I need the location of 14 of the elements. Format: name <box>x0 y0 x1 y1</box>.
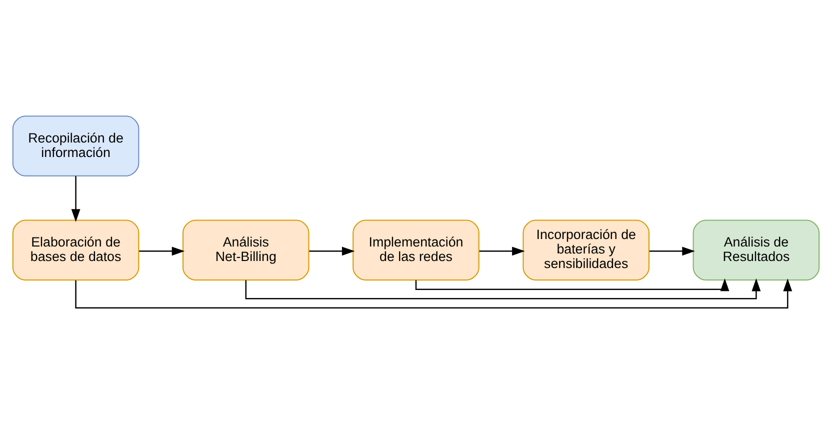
arrow <box>245 278 761 299</box>
node-box: Análisis de Resultados <box>692 219 820 280</box>
node-box: Implementación de las redes <box>352 219 480 280</box>
arrow <box>649 246 695 256</box>
node-box: Recopilación de información <box>12 115 140 176</box>
arrow <box>139 246 185 256</box>
node-box: Análisis Net-Billing <box>182 219 310 280</box>
arrow <box>309 246 355 256</box>
arrow <box>415 278 730 291</box>
node-box: Incorporación de baterías y sensibilidades <box>522 219 650 280</box>
arrow <box>75 278 792 308</box>
arrow <box>479 246 525 256</box>
node-box: Elaboración de bases de datos <box>12 219 140 280</box>
arrow <box>71 176 80 222</box>
